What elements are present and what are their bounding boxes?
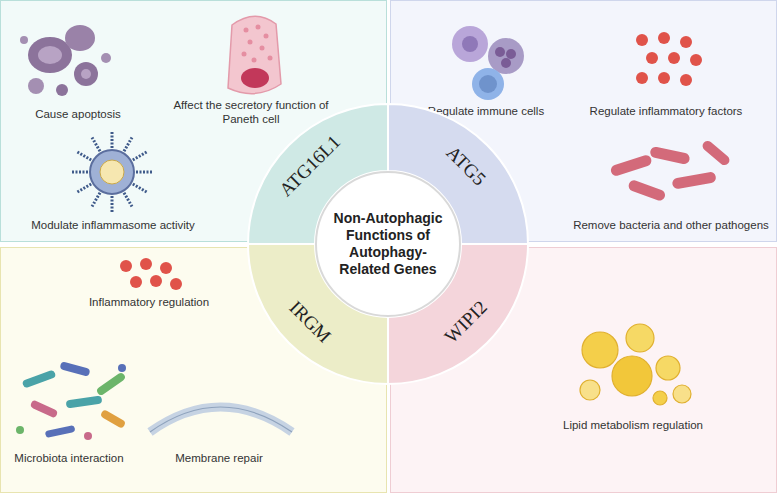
- function-label: Regulate inflammatory factors: [576, 104, 756, 118]
- function-label: Modulate inflammasome activity: [13, 218, 213, 232]
- function-label: Affect the secretory function of Paneth …: [161, 98, 341, 127]
- central-title: Non-Autophagic Functions of Autophagy-Re…: [332, 210, 444, 278]
- function-label: Lipid metabolism regulation: [533, 418, 733, 432]
- function-label: Remove bacteria and other pathogens: [561, 218, 777, 232]
- function-label: Microbiota interaction: [0, 451, 139, 465]
- function-label: Cause apoptosis: [8, 107, 148, 121]
- central-circle: Non-Autophagic Functions of Autophagy-Re…: [315, 171, 461, 317]
- function-label: Inflammatory regulation: [69, 295, 229, 309]
- function-label: Membrane repair: [149, 451, 289, 465]
